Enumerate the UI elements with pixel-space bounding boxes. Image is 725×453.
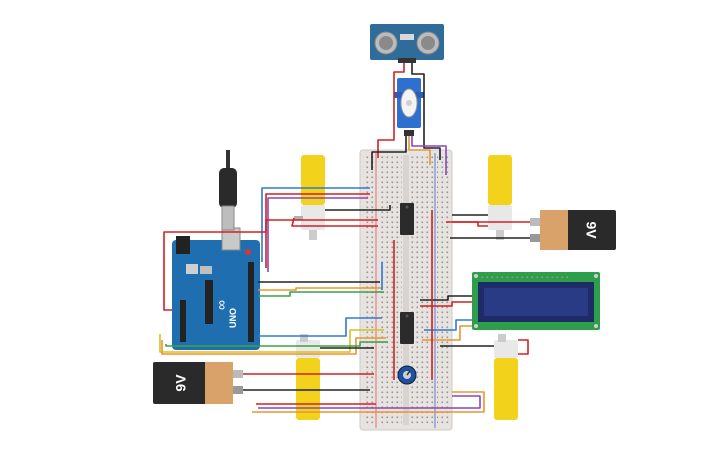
- usb-cable-icon: [219, 150, 237, 231]
- wire-lcd-1: [420, 295, 472, 301]
- wire-motor-tl-2: [325, 205, 391, 211]
- battery-right: 9V: [530, 210, 616, 250]
- wire-lcd-4: [422, 325, 472, 341]
- wire-orange-mid: [258, 287, 382, 291]
- wire-red-arduino: [163, 219, 378, 311]
- wire-lcd-3: [424, 319, 472, 331]
- wire-sensor-gnd: [411, 63, 441, 160]
- arduino-logo-text: ∞: [213, 300, 229, 310]
- wire-blue-low: [258, 317, 382, 337]
- lcd-display: [472, 272, 600, 330]
- potentiometer-icon[interactable]: [397, 365, 417, 385]
- wire-orange-low: [161, 337, 386, 355]
- wire-motor-tl: [291, 217, 378, 227]
- battery-left: 9V: [153, 362, 243, 404]
- battery-left-label: 9V: [173, 374, 189, 392]
- breadboard: [359, 149, 453, 431]
- wire-bottom-purple: [258, 395, 481, 409]
- gear-motor-top-right: [488, 155, 512, 240]
- wire-purple-1: [267, 197, 368, 272]
- wire-green-low: [165, 341, 388, 347]
- arduino-board: ∞ UNO: [172, 227, 260, 350]
- wire-servo-signal: [408, 136, 431, 165]
- motor-driver-chip-top: [400, 203, 414, 235]
- wires: [159, 63, 530, 413]
- wire-lcd-2: [420, 301, 472, 307]
- motor-driver-chip-bottom: [400, 312, 414, 344]
- wire-motor-br-2: [518, 339, 529, 355]
- gear-motor-bottom-right: [494, 334, 518, 420]
- wire-red-1: [265, 193, 370, 268]
- wire-sensor-vcc: [377, 63, 405, 158]
- wire-green-mid: [258, 291, 384, 297]
- wire-yellow-low: [159, 329, 384, 353]
- servo-motor-icon[interactable]: [394, 78, 424, 136]
- battery-right-label: 9V: [583, 221, 599, 239]
- wire-usb-blue: [261, 187, 370, 262]
- ultrasonic-sensor-icon[interactable]: [370, 24, 444, 63]
- gear-motor-top-left: [294, 155, 325, 240]
- gear-motor-bottom-left: [296, 334, 320, 420]
- wire-servo-gnd: [371, 136, 407, 170]
- wire-bottom-orange: [252, 391, 485, 413]
- arduino-brand-text: UNO: [228, 308, 238, 328]
- wire-servo-vcc: [411, 136, 447, 175]
